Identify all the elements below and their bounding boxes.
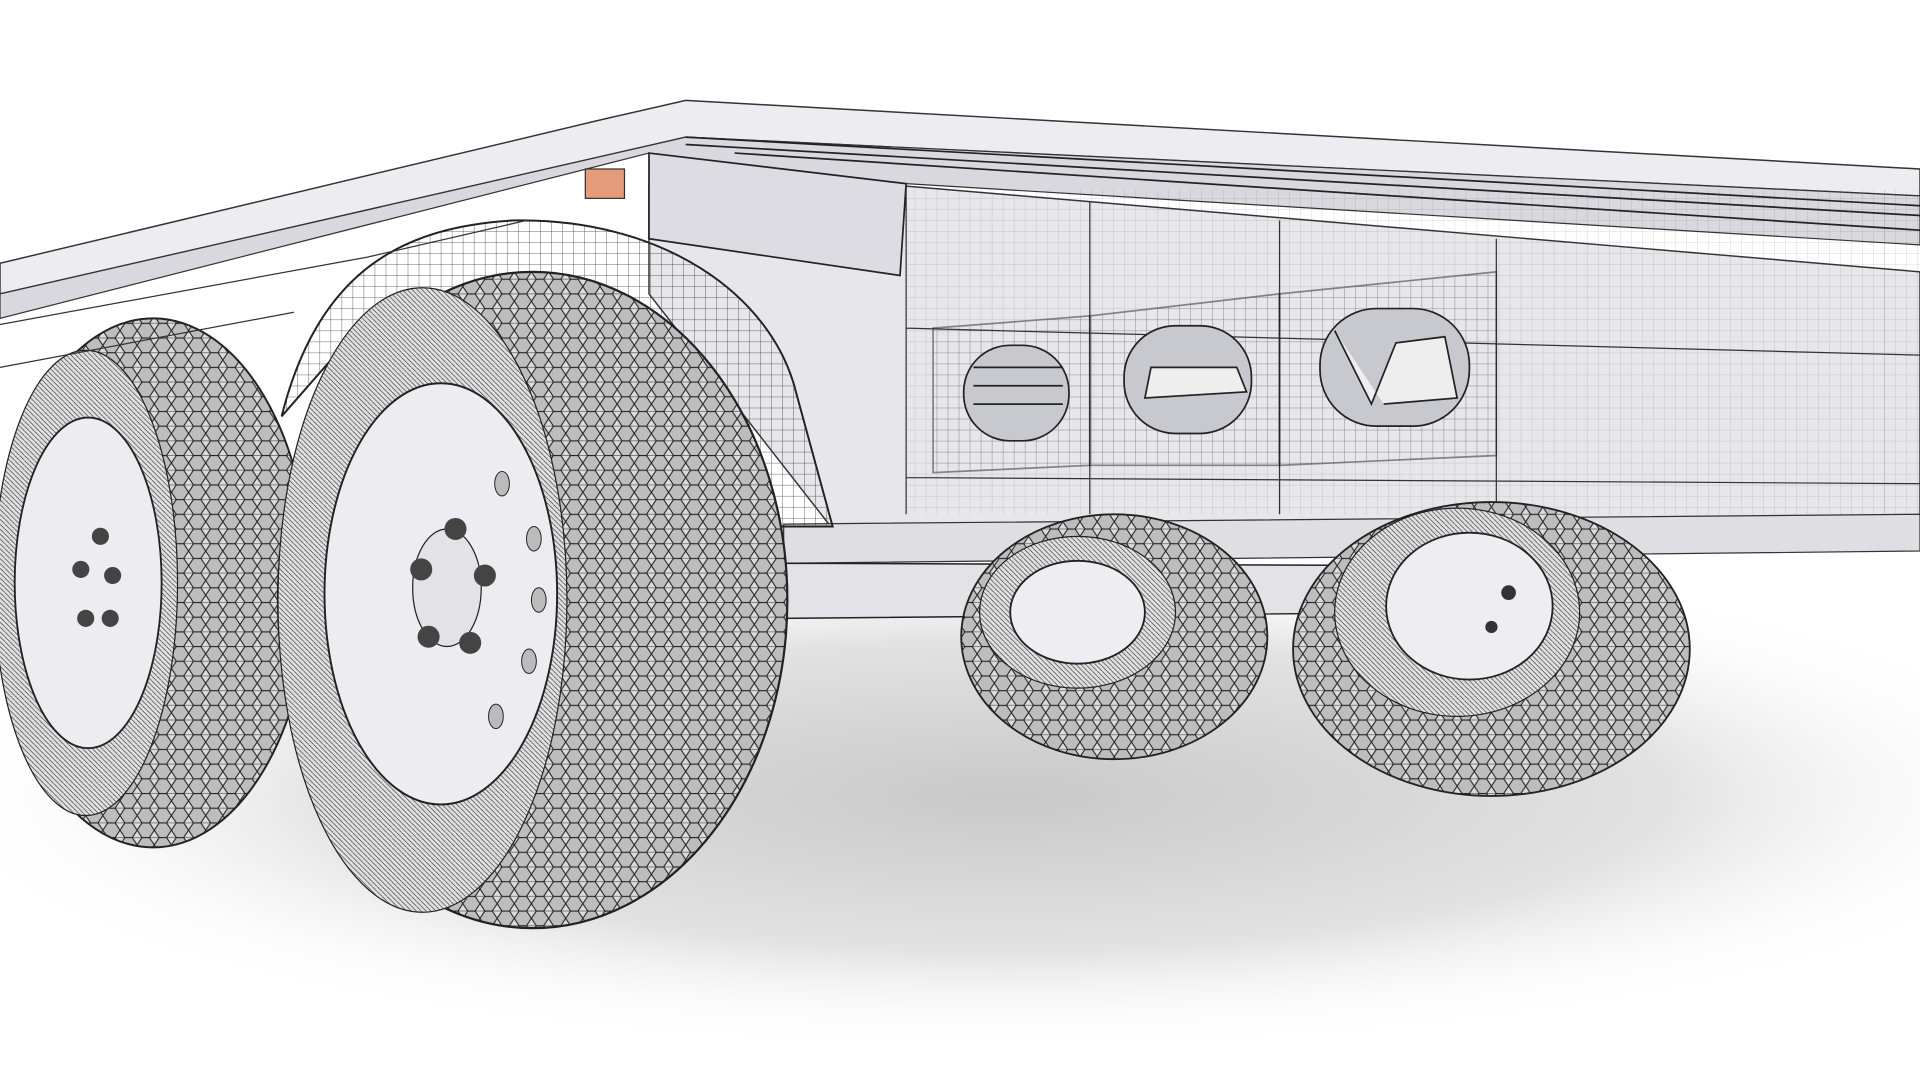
crossmember	[648, 152, 908, 277]
front-wheel	[276, 270, 789, 930]
rear-wheel-left	[960, 513, 1269, 761]
marker-light	[584, 168, 626, 199]
frame-cutouts	[932, 270, 1498, 474]
rear-wheel-right	[1292, 501, 1691, 797]
lug-nuts	[410, 517, 496, 654]
front-wheel-rear	[0, 317, 311, 849]
